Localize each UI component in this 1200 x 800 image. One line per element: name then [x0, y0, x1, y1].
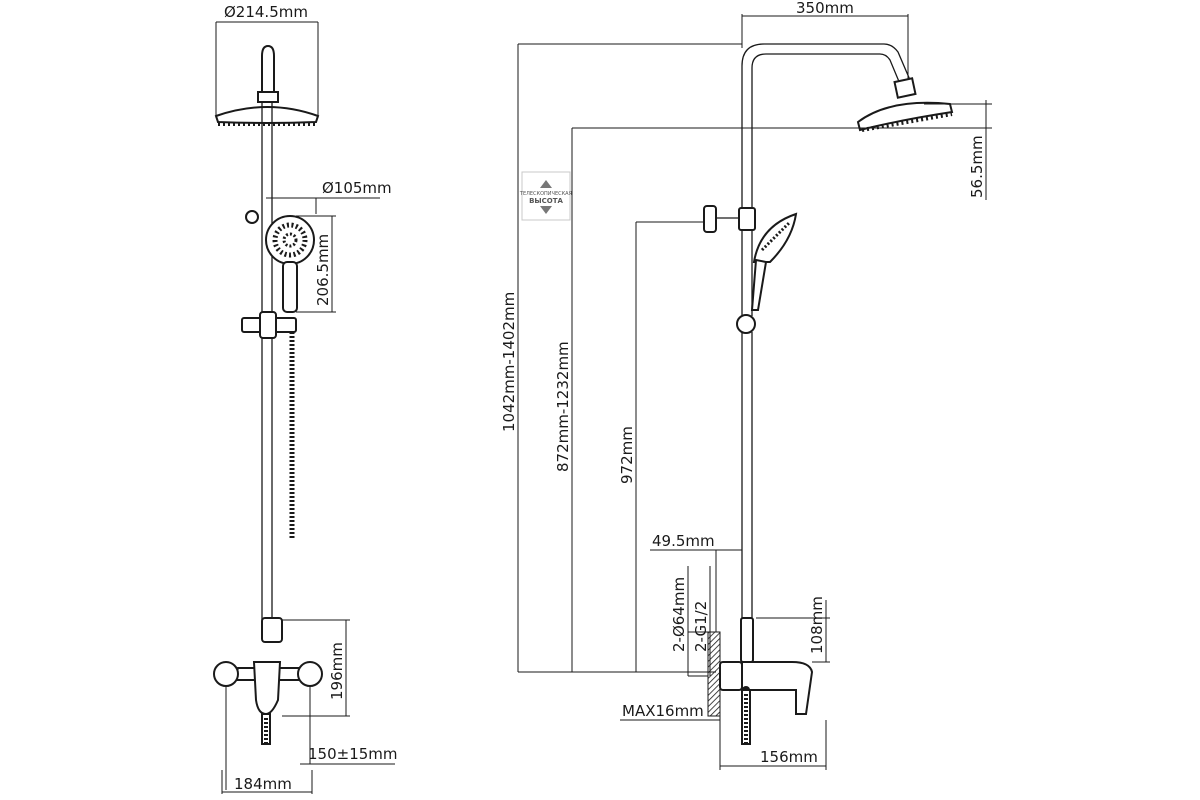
total-height-label: 1042mm-1402mm: [500, 292, 518, 432]
hand-diameter-label: Ø105mm: [322, 179, 392, 197]
telescopic-height-badge: ТЕЛЕСКОПИЧЕСКАЯ ВЫСОТА: [519, 171, 572, 221]
head-height-label: 872mm-1232mm: [554, 341, 572, 472]
head-thickness-label: 56.5mm: [968, 135, 986, 198]
arm-reach-dimension: 350mm: [741, 0, 909, 80]
hand-shower: [241, 215, 315, 538]
height-dimensions: 1042mm-1402mm 872mm-1232mm 972mm: [500, 43, 742, 673]
side-mixer-dimensions: 49.5mm 2-Ø64mm 2-G1/2 108mm MAX16mm 156m…: [620, 532, 830, 770]
mixer-width-label: 184mm: [234, 775, 292, 793]
mixer-body: [213, 617, 323, 745]
flange-diameter-label: 2-Ø64mm: [670, 577, 688, 652]
wall-gap-label: MAX16mm: [622, 702, 704, 720]
hand-length-label: 206.5mm: [314, 234, 332, 306]
arm-reach-label: 350mm: [796, 0, 854, 17]
riser-with-arm: [736, 43, 911, 620]
side-view: 350mm 56.5mm: [500, 0, 992, 770]
mixer-height-label: 196mm: [328, 642, 346, 700]
badge-top-text: ТЕЛЕСКОПИЧЕСКАЯ: [519, 191, 572, 197]
wall-offset-label: 49.5mm: [652, 532, 715, 550]
head-thickness-dimension: 56.5mm: [572, 100, 992, 200]
hand-shower-side: [703, 205, 798, 311]
spout-reach-label: 156mm: [760, 748, 818, 766]
front-view: Ø214.5mm: [213, 3, 398, 794]
hand-shower-dimensions: Ø105mm 206.5mm: [266, 179, 392, 313]
center-distance-label: 150±15mm: [308, 745, 398, 763]
mixer-side: [719, 617, 814, 745]
holder-height-label: 972mm: [618, 426, 636, 484]
mixer-dimensions: 196mm 150±15mm 184mm: [221, 619, 398, 794]
spout-height-label: 108mm: [808, 596, 826, 654]
rain-shower-head-side: [856, 77, 954, 132]
badge-bottom-text: ВЫСОТА: [529, 197, 563, 205]
head-diameter-dimension: Ø214.5mm: [215, 3, 319, 118]
head-diameter-label: Ø214.5mm: [224, 3, 308, 21]
down-arrow-icon: [540, 206, 552, 214]
riser-pipe: [245, 102, 273, 620]
thread-label: 2-G1/2: [692, 601, 710, 652]
rain-shower-head: [214, 44, 320, 126]
up-arrow-icon: [540, 180, 552, 188]
